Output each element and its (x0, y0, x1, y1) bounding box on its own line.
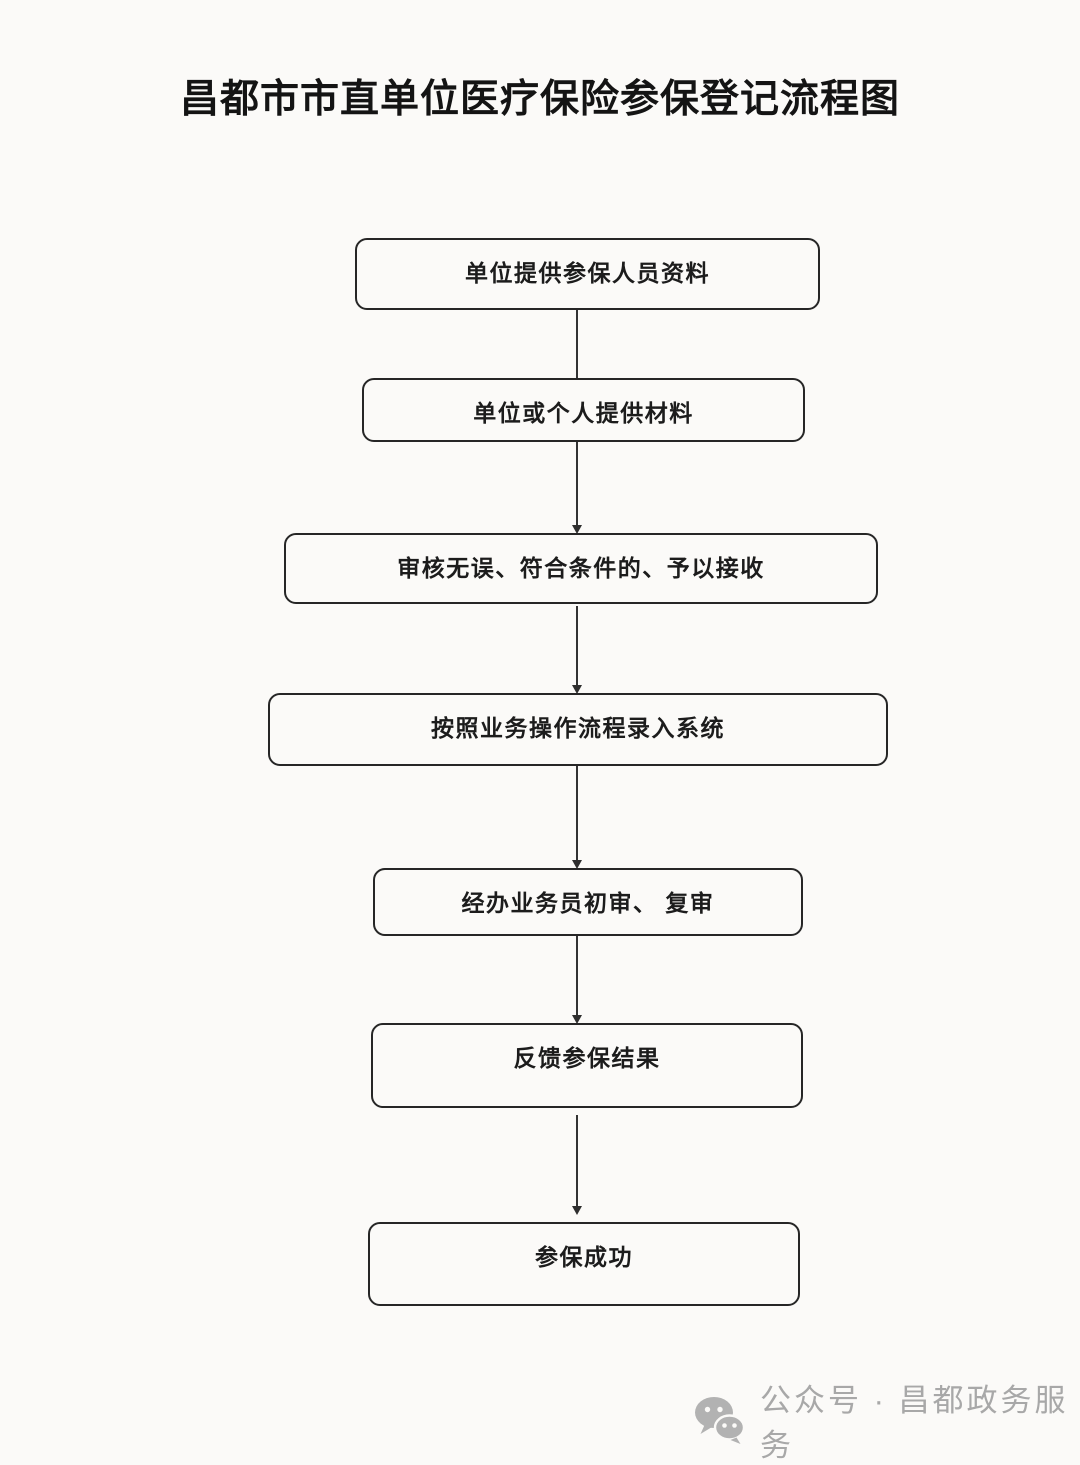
connector-1 (576, 310, 578, 378)
flow-step-4-label: 按照业务操作流程录入系统 (431, 715, 725, 741)
footer-account-label: 公众号 · 昌都政务服务 (760, 1383, 1069, 1463)
flow-step-7: 参保成功 (368, 1222, 800, 1306)
connector-6-arrow (572, 1115, 582, 1215)
flow-step-1-label: 单位提供参保人员资料 (465, 260, 710, 286)
flow-step-6-label: 反馈参保结果 (513, 1045, 661, 1071)
connector-5-arrow (572, 936, 582, 1024)
flow-step-7-label: 参保成功 (535, 1244, 633, 1270)
flow-step-2-label: 单位或个人提供材料 (473, 400, 694, 426)
flow-step-3-label: 审核无误、符合条件的、予以接收 (397, 555, 765, 581)
page-title: 昌都市市直单位医疗保险参保登记流程图 (179, 78, 900, 121)
flow-step-6: 反馈参保结果 (371, 1023, 803, 1108)
flow-step-3: 审核无误、符合条件的、予以接收 (284, 533, 878, 604)
flow-step-5-label: 经办业务员初审、 复审 (461, 890, 715, 916)
wechat-account-footer: 公众号 · 昌都政务服务 (694, 1375, 1080, 1465)
connector-4-arrow (572, 766, 582, 869)
connector-2-arrow (572, 442, 582, 534)
flow-step-4: 按照业务操作流程录入系统 (268, 693, 888, 766)
connector-3-arrow (572, 606, 582, 694)
wechat-icon (694, 1396, 746, 1444)
flow-step-2: 单位或个人提供材料 (362, 378, 805, 442)
flow-step-5: 经办业务员初审、 复审 (373, 868, 803, 936)
flow-step-1: 单位提供参保人员资料 (355, 238, 820, 310)
